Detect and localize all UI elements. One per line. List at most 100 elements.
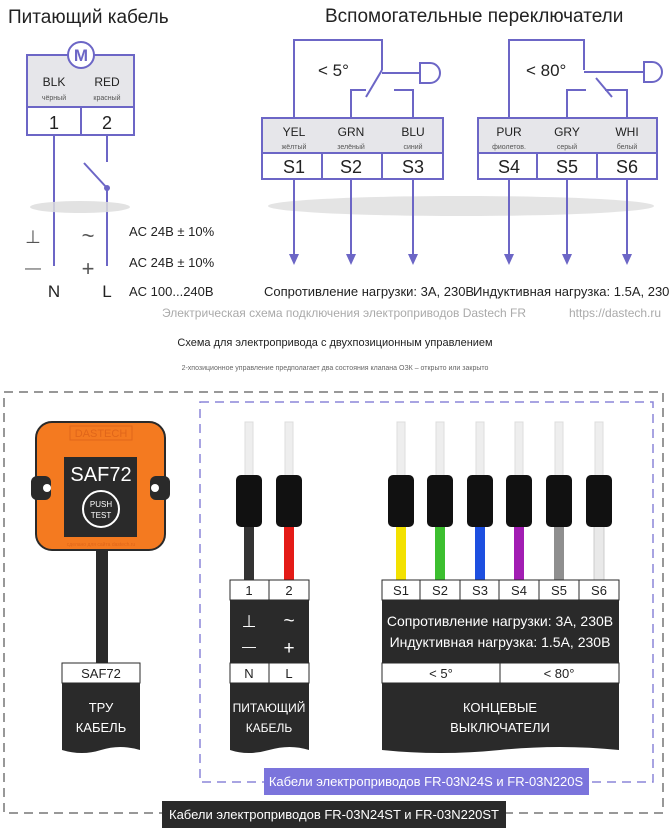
plus-symbol: + <box>283 638 294 659</box>
terminal-number: S3 <box>402 157 424 177</box>
ac-symbol: ~ <box>82 223 95 248</box>
wire-code: PUR <box>496 125 522 139</box>
wire-connector <box>586 421 612 582</box>
connectors <box>236 421 612 582</box>
ferrule-sleeve <box>236 475 262 527</box>
mount-hole-icon <box>151 484 159 492</box>
terminal-number: S4 <box>511 583 527 598</box>
terminal-number: S3 <box>472 583 488 598</box>
terminal-number: S5 <box>551 583 567 598</box>
switch-angle: < 5° <box>318 61 349 80</box>
outer-legend-text: Кабели электроприводов FR-03N24ST и FR-0… <box>169 807 499 822</box>
mount-hole-icon <box>43 484 51 492</box>
voltage-label: AC 24В ± 10% <box>129 224 215 239</box>
terminal-number: S6 <box>616 157 638 177</box>
wire-code: BLK <box>43 75 66 89</box>
wire-connector <box>388 421 414 581</box>
subcaption: 2-хпозиционное управление предполагает д… <box>182 365 489 372</box>
terminal-n: N <box>48 282 60 301</box>
arrow-down-icon <box>408 254 418 265</box>
button-label: PUSH <box>90 500 112 509</box>
wire-code: RED <box>94 75 120 89</box>
arrow-down-icon <box>346 254 356 265</box>
cable-bundle-icon <box>268 196 654 216</box>
wire-code: YEL <box>283 125 306 139</box>
motor-icon <box>67 41 95 69</box>
arrow-down-icon <box>622 254 632 265</box>
switch-group-1: < 5° <box>261 39 444 180</box>
device-label: SAF72 <box>81 666 121 681</box>
wire-name: фиолетов. <box>492 144 526 151</box>
inner-frame <box>199 401 654 783</box>
cable-label: ТРУ <box>89 700 114 715</box>
actuator-cam-icon <box>419 62 441 84</box>
power-block: 1 2 ⊥ ~ — + N L ПИТАЮЩИЙ КАБЕЛЬ <box>229 579 310 753</box>
ground-symbol: ⊥ <box>25 227 41 247</box>
ferrule-sleeve <box>427 475 453 527</box>
terminal-number: 2 <box>285 583 292 598</box>
device-brand: DASTECH <box>75 428 128 440</box>
switch-angle: < 5° <box>429 666 453 681</box>
ferrule-sleeve <box>586 475 612 527</box>
cable-label: КАБЕЛЬ <box>76 720 127 735</box>
terminal-number: S6 <box>591 583 607 598</box>
button-label: TEST <box>91 511 112 520</box>
terminal-number: 1 <box>49 113 59 133</box>
ferrule-sleeve <box>388 475 414 527</box>
wire-connector <box>546 421 572 581</box>
wire-connector <box>276 421 302 581</box>
ground-symbol: ⊥ <box>242 612 257 631</box>
terminal-number: 1 <box>245 583 252 598</box>
site-link[interactable]: https://dastech.ru <box>569 306 661 320</box>
push-test-button[interactable] <box>82 490 120 528</box>
minus-symbol: — <box>242 638 256 654</box>
inner-legend-text: Кабели электроприводов FR-03N24S и FR-03… <box>269 774 584 789</box>
plus-symbol: + <box>82 256 95 281</box>
device-cable <box>96 548 108 664</box>
terminal-number: S1 <box>283 157 305 177</box>
ferrule-sleeve <box>276 475 302 527</box>
device-footer: сделано для сайта dastech.ru <box>67 541 136 548</box>
terminal-number: S2 <box>432 583 448 598</box>
wire-code: GRN <box>338 125 365 139</box>
load-resistive: Сопротивление нагрузки: 3А, 230В <box>264 284 474 299</box>
terminal-number: S1 <box>393 583 409 598</box>
caption: Схема для электропривода с двухпозиционн… <box>177 337 492 349</box>
terminal-number: S2 <box>340 157 362 177</box>
minus-symbol: — <box>25 260 41 277</box>
terminal-number: 2 <box>102 113 112 133</box>
power-switch-icon <box>83 162 108 189</box>
wire-code: BLU <box>401 125 424 139</box>
wire-name: жёлтый <box>282 143 307 151</box>
wire-connector <box>236 421 262 581</box>
saf72-device: DASTECH SAF72 PUSH TEST сделано для сайт… <box>31 421 170 664</box>
ferrule-sleeve <box>546 475 572 527</box>
ferrule-sleeve <box>467 475 493 527</box>
wire-name: зелёный <box>337 143 365 151</box>
block-label: КАБЕЛЬ <box>246 721 293 735</box>
wire-name: красный <box>93 94 120 102</box>
actuator-cam-icon <box>643 61 663 83</box>
wire-code: GRY <box>554 125 580 139</box>
switch-angle: < 80° <box>526 61 566 80</box>
device-label-block: SAF72 ТРУ КАБЕЛЬ <box>61 662 141 753</box>
wire-name: белый <box>617 143 638 151</box>
outer-legend <box>162 801 506 828</box>
voltage-label: AC 24В ± 10% <box>129 255 215 270</box>
block-label: ПИТАЮЩИЙ <box>233 700 306 715</box>
load-resistive: Сопротивление нагрузки: 3А, 230В <box>387 613 613 629</box>
wire-connector <box>427 421 453 581</box>
terminal-number: S5 <box>556 157 578 177</box>
diagram-caption: Электрическая схема подключения электроп… <box>162 306 526 320</box>
wire-connector <box>506 421 532 581</box>
motor-label: M <box>74 46 88 65</box>
wire-code: WHI <box>615 125 638 139</box>
switch-angle: < 80° <box>544 666 575 681</box>
ferrule-sleeve <box>506 475 532 527</box>
switches-title: Вспомогательные переключатели <box>325 6 623 27</box>
cable-bundle-icon <box>30 201 130 213</box>
wire-name: серый <box>557 143 577 151</box>
wire-name: синий <box>403 143 422 151</box>
